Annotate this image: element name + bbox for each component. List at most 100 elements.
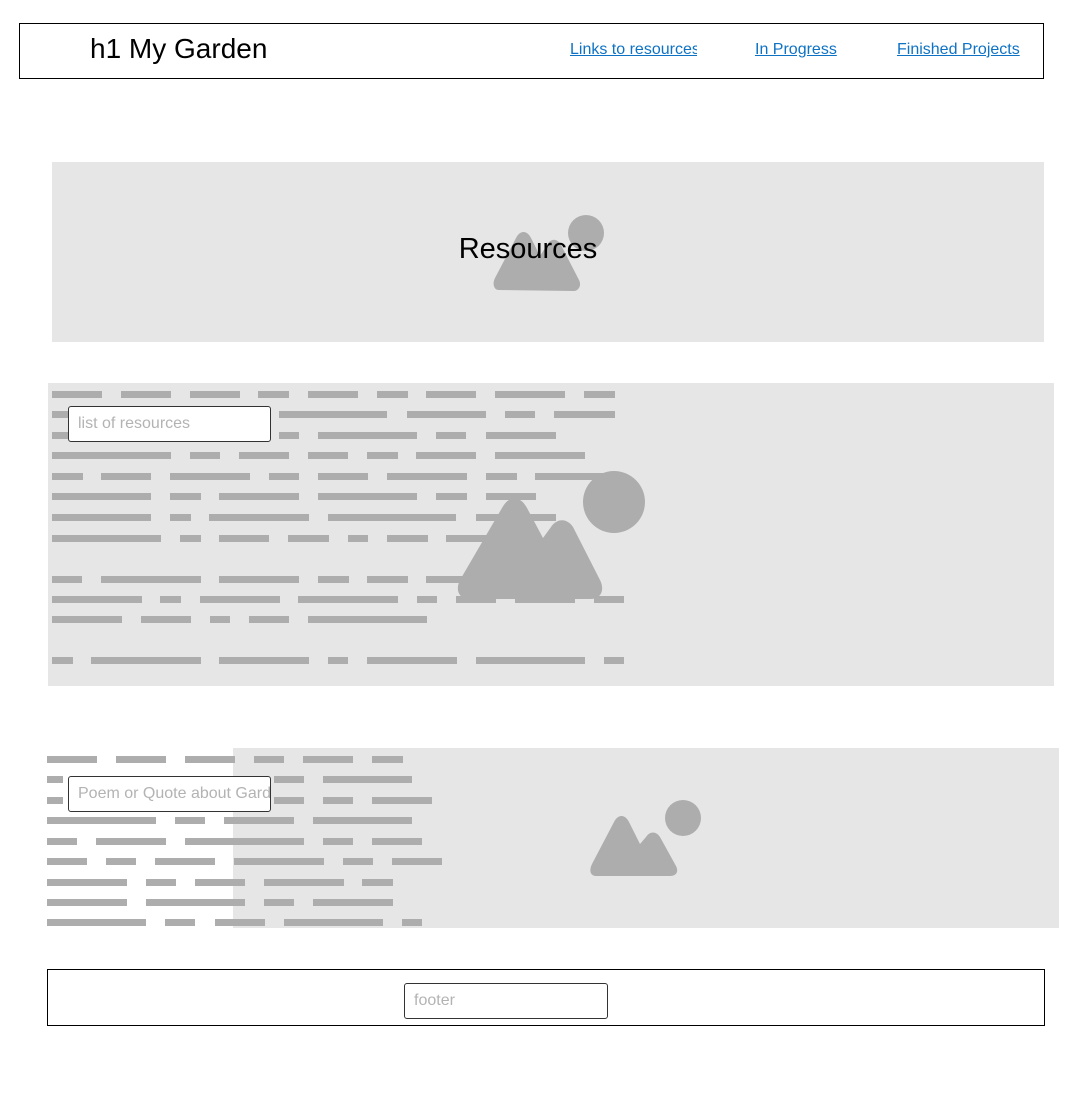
text-line-placeholder — [279, 432, 299, 439]
text-line-placeholder — [101, 473, 151, 480]
nav-link-finished-projects[interactable]: Finished Projects — [897, 41, 1020, 58]
text-line-placeholder — [323, 797, 353, 804]
text-line-placeholder — [313, 817, 412, 824]
text-line-placeholder — [495, 391, 565, 398]
text-line-placeholder — [348, 535, 368, 542]
text-line-placeholder — [417, 596, 437, 603]
text-line-placeholder — [486, 576, 496, 583]
text-line-placeholder — [515, 596, 575, 603]
text-line-placeholder — [515, 576, 595, 583]
text-line-placeholder — [180, 535, 201, 542]
footer-field[interactable]: footer — [404, 983, 608, 1019]
text-line-placeholder — [367, 452, 398, 459]
text-line-placeholder — [264, 899, 294, 906]
nav-link-in-progress[interactable]: In Progress — [755, 41, 837, 58]
text-line-placeholder — [476, 514, 556, 521]
image-placeholder-icon — [457, 471, 645, 599]
text-line-placeholder — [486, 432, 556, 439]
text-line-placeholder — [554, 411, 615, 418]
text-line-placeholder — [106, 858, 136, 865]
text-line-placeholder — [264, 879, 344, 886]
text-line-placeholder — [249, 616, 289, 623]
text-line-placeholder — [52, 473, 83, 480]
text-line-placeholder — [328, 514, 456, 521]
text-line-placeholder — [387, 473, 467, 480]
text-line-placeholder — [313, 899, 393, 906]
image-placeholder-icon — [590, 800, 701, 876]
text-line-placeholder — [392, 858, 442, 865]
text-line-placeholder — [47, 858, 87, 865]
text-line-placeholder — [215, 919, 265, 926]
text-line-placeholder — [47, 919, 146, 926]
text-line-placeholder — [200, 596, 280, 603]
text-line-placeholder — [377, 391, 408, 398]
text-line-placeholder — [486, 493, 536, 500]
text-line-placeholder — [52, 432, 68, 439]
text-line-placeholder — [52, 514, 151, 521]
text-line-placeholder — [47, 797, 63, 804]
text-line-placeholder — [141, 616, 191, 623]
poem-quote-field[interactable]: Poem or Quote about Garden — [68, 776, 271, 812]
text-line-placeholder — [436, 432, 466, 439]
text-line-placeholder — [190, 391, 240, 398]
text-line-placeholder — [52, 411, 68, 418]
text-line-placeholder — [47, 899, 127, 906]
text-line-placeholder — [47, 756, 97, 763]
text-line-placeholder — [486, 473, 517, 480]
text-line-placeholder — [146, 879, 176, 886]
text-line-placeholder — [308, 616, 427, 623]
text-line-placeholder — [160, 596, 181, 603]
text-line-placeholder — [604, 657, 624, 664]
text-line-placeholder — [387, 535, 428, 542]
text-line-placeholder — [279, 411, 387, 418]
text-line-placeholder — [234, 858, 324, 865]
text-line-placeholder — [372, 756, 403, 763]
text-line-placeholder — [219, 576, 299, 583]
text-line-placeholder — [402, 919, 422, 926]
text-line-placeholder — [52, 391, 102, 398]
text-line-placeholder — [210, 616, 230, 623]
text-line-placeholder — [52, 596, 142, 603]
text-line-placeholder — [239, 452, 289, 459]
text-line-placeholder — [190, 452, 220, 459]
text-line-placeholder — [372, 797, 432, 804]
resources-list-field[interactable]: list of resources — [68, 406, 271, 442]
text-line-placeholder — [308, 452, 348, 459]
text-line-placeholder — [426, 576, 466, 583]
nav-link-resources[interactable]: Links to resources — [570, 41, 697, 58]
text-line-placeholder — [47, 817, 156, 824]
text-line-placeholder — [308, 391, 358, 398]
text-line-placeholder — [318, 493, 417, 500]
text-line-placeholder — [52, 616, 122, 623]
text-line-placeholder — [323, 776, 412, 783]
text-line-placeholder — [367, 576, 408, 583]
text-line-placeholder — [298, 596, 398, 603]
text-line-placeholder — [372, 838, 422, 845]
text-line-placeholder — [155, 858, 215, 865]
hero-title: Resources — [458, 233, 598, 265]
text-line-placeholder — [165, 919, 195, 926]
text-line-placeholder — [52, 576, 82, 583]
text-line-placeholder — [456, 596, 496, 603]
text-line-placeholder — [219, 535, 269, 542]
text-line-placeholder — [328, 657, 348, 664]
text-line-placeholder — [318, 473, 368, 480]
site-header — [19, 23, 1044, 79]
text-line-placeholder — [96, 838, 166, 845]
text-line-placeholder — [146, 899, 245, 906]
text-line-placeholder — [416, 452, 476, 459]
text-line-placeholder — [303, 756, 353, 763]
text-line-placeholder — [505, 411, 535, 418]
text-line-placeholder — [584, 391, 615, 398]
text-line-placeholder — [269, 473, 299, 480]
text-line-placeholder — [170, 493, 201, 500]
text-line-placeholder — [323, 838, 353, 845]
text-line-placeholder — [288, 535, 329, 542]
text-line-placeholder — [52, 657, 73, 664]
text-line-placeholder — [594, 596, 624, 603]
text-line-placeholder — [446, 535, 516, 542]
text-line-placeholder — [284, 919, 383, 926]
text-line-placeholder — [274, 776, 304, 783]
image-placeholder-icon — [493, 215, 604, 291]
text-line-placeholder — [116, 756, 166, 763]
